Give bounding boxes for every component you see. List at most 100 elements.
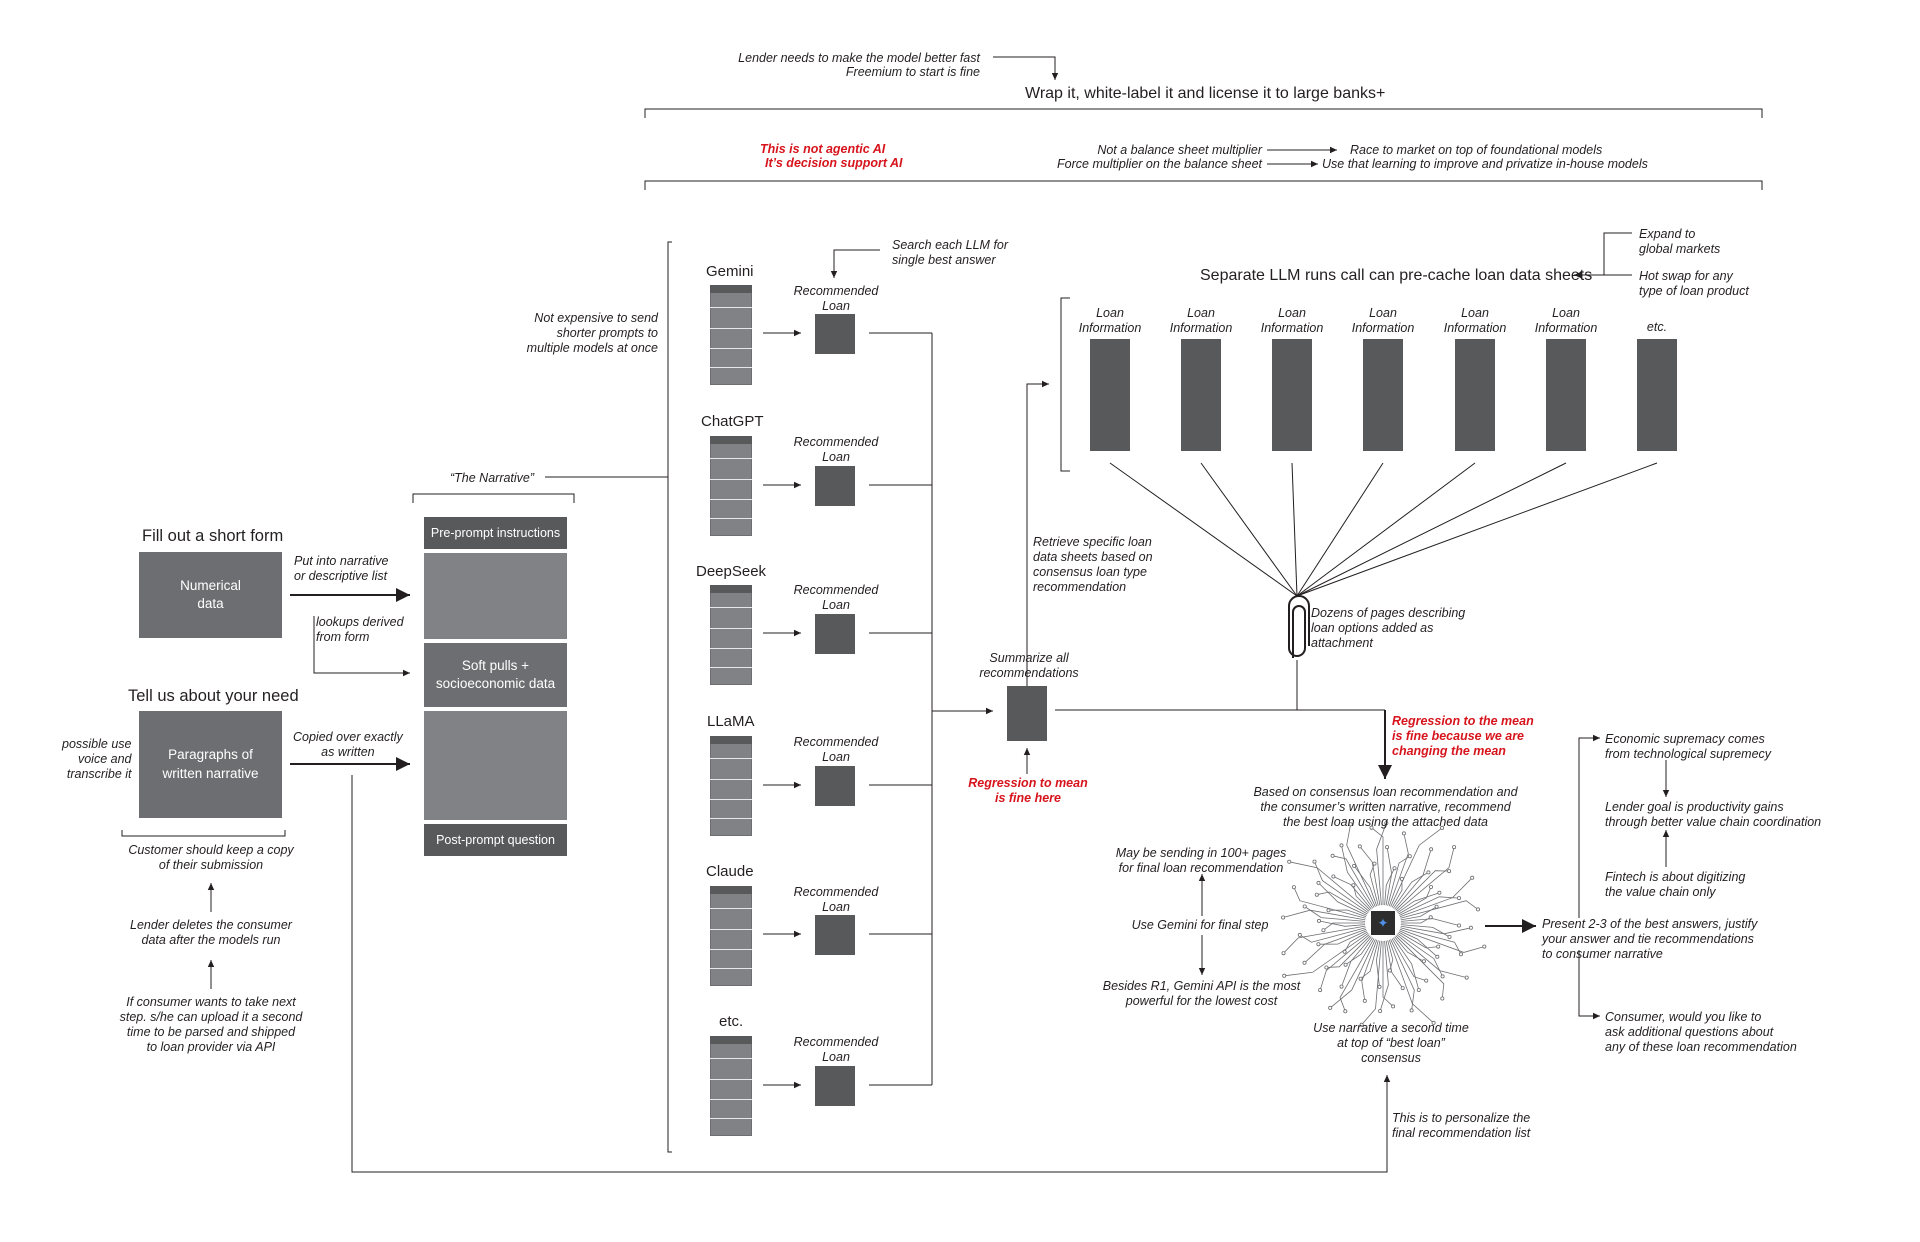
- circuit-node: [1302, 904, 1307, 909]
- besides-r1-note: Besides R1, Gemini API is the most power…: [1102, 979, 1301, 1008]
- circuit-trace: [1339, 938, 1375, 1012]
- circuit-trace: [1299, 927, 1366, 943]
- possible-use-note: possible use voice and transcribe it: [62, 737, 132, 781]
- multiplier-1: Not a balance sheet multiplier: [1097, 143, 1262, 157]
- loan-sheet-3: [1272, 339, 1312, 451]
- circuit-node: [1321, 928, 1326, 933]
- recommended-loan-gemini: [815, 314, 855, 354]
- circuit-node: [1459, 952, 1464, 957]
- circuit-node: [1318, 988, 1323, 993]
- circuit-trace: [1400, 900, 1479, 919]
- circuit-trace: [1353, 865, 1378, 907]
- model-name-gemini: Gemini: [706, 263, 754, 280]
- ai-chip-icon: ✦: [1371, 911, 1395, 935]
- circuit-trace: [1400, 925, 1471, 935]
- circuit-node: [1407, 854, 1412, 859]
- circuit-node: [1426, 870, 1431, 875]
- rec-label-claude: Recommended Loan: [793, 885, 879, 914]
- circuit-node: [1316, 880, 1321, 885]
- circuit-node: [1440, 996, 1445, 1001]
- circuit-node: [1409, 1008, 1414, 1013]
- model-name-llama: LLaMA: [707, 713, 755, 730]
- circuit-trace: [1397, 932, 1443, 977]
- circuit-trace: [1391, 878, 1403, 908]
- circuit-trace: [1382, 941, 1394, 1007]
- circuit-trace: [1394, 936, 1425, 962]
- sheets-title: Separate LLM runs call can pre-cache loa…: [1200, 267, 1593, 284]
- circuit-node: [1384, 821, 1389, 826]
- circuit-trace: [1289, 861, 1370, 912]
- circuit-node: [1377, 984, 1382, 989]
- circuit-trace: [1328, 909, 1367, 918]
- circuit-node: [1281, 915, 1286, 920]
- circuit-trace: [1341, 936, 1372, 987]
- circuit-node: [1392, 866, 1397, 871]
- circuit-node: [1330, 853, 1335, 858]
- circuit-node: [1326, 908, 1331, 913]
- form-title: Fill out a short form: [142, 527, 284, 545]
- circuit-node: [1447, 935, 1452, 940]
- rec-label-chatgpt: Recommended Loan: [793, 435, 879, 464]
- circuit-trace: [1375, 940, 1381, 987]
- fintech-note: Fintech is about digitizing the value ch…: [1605, 870, 1746, 899]
- circuit-trace: [1379, 940, 1389, 1012]
- sheet-label-6: Loan Information: [1534, 306, 1598, 335]
- put-into-narrative-note: Put into narrative or descriptive list: [294, 554, 389, 583]
- circuit-node: [1400, 986, 1405, 991]
- recommended-loan-llama: [815, 766, 855, 806]
- circuit-trace: [1329, 939, 1376, 1009]
- circuit-node: [1358, 976, 1363, 981]
- circuit-trace: [1392, 937, 1420, 991]
- circuit-node: [1359, 1022, 1364, 1027]
- circuit-node: [1391, 1004, 1396, 1009]
- circuit-node: [1435, 954, 1440, 959]
- circuit-node: [1378, 1009, 1383, 1014]
- hot-swap-note: Hot swap for any type of loan product: [1639, 269, 1749, 298]
- circuit-trace: [1399, 877, 1473, 918]
- circuit-trace: [1398, 931, 1439, 949]
- circuit-trace: [1318, 882, 1367, 916]
- circuit-node: [1424, 978, 1429, 983]
- present-note: Present 2-3 of the best answers, justify…: [1542, 917, 1758, 961]
- circuit-node: [1316, 942, 1321, 947]
- may-be-sending-note: May be sending in 100+ pages for final l…: [1115, 846, 1287, 875]
- circuit-trace: [1361, 939, 1378, 1001]
- prompt-stack-deepseek: [710, 585, 752, 685]
- loan-sheet-1: [1090, 339, 1130, 451]
- circuit-trace: [1293, 887, 1366, 919]
- circuit-node: [1302, 960, 1307, 965]
- circuit-node: [1457, 896, 1462, 901]
- circuit-trace: [1323, 922, 1365, 931]
- circuit-node: [1348, 822, 1353, 827]
- circuit-node: [1297, 932, 1302, 937]
- circuit-trace: [1394, 849, 1432, 910]
- retrieve-note: Retrieve specific loan data sheets based…: [1033, 535, 1153, 594]
- circuit-trace: [1396, 847, 1455, 912]
- circuit-node: [1452, 845, 1457, 850]
- race-2: Use that learning to improve and privati…: [1322, 157, 1648, 171]
- use-gemini-note: Use Gemini for final step: [1131, 918, 1269, 932]
- not-expensive-note: Not expensive to send shorter prompts to…: [526, 311, 658, 355]
- circuit-node: [1352, 863, 1357, 868]
- circuit-node: [1464, 975, 1469, 980]
- circuit-trace: [1316, 891, 1368, 915]
- wrap-title: Wrap it, white-label it and license it t…: [1025, 85, 1386, 102]
- circuit-node: [1429, 885, 1434, 890]
- circuit-node: [1328, 1005, 1333, 1010]
- circuit-node: [1339, 843, 1344, 848]
- circuit-trace: [1397, 892, 1440, 914]
- circuit-node: [1339, 984, 1344, 989]
- circuit-node: [1399, 876, 1404, 881]
- model-name-etc: etc.: [719, 1013, 744, 1030]
- circuit-trace: [1333, 876, 1372, 910]
- model-name-chatgpt: ChatGPT: [701, 413, 764, 430]
- circuit-trace: [1371, 827, 1384, 905]
- economic-note: Economic supremacy comes from technologi…: [1605, 732, 1772, 761]
- circuit-node: [1357, 844, 1362, 849]
- pre-prompt-box: Pre-prompt instructions: [424, 517, 567, 549]
- circuit-trace: [1346, 824, 1376, 907]
- circuit-node: [1401, 831, 1406, 836]
- prompt-stack-etc: [710, 1036, 752, 1136]
- lender-goal-note: Lender goal is productivity gains throug…: [1605, 800, 1822, 829]
- circuit-node: [1372, 861, 1377, 866]
